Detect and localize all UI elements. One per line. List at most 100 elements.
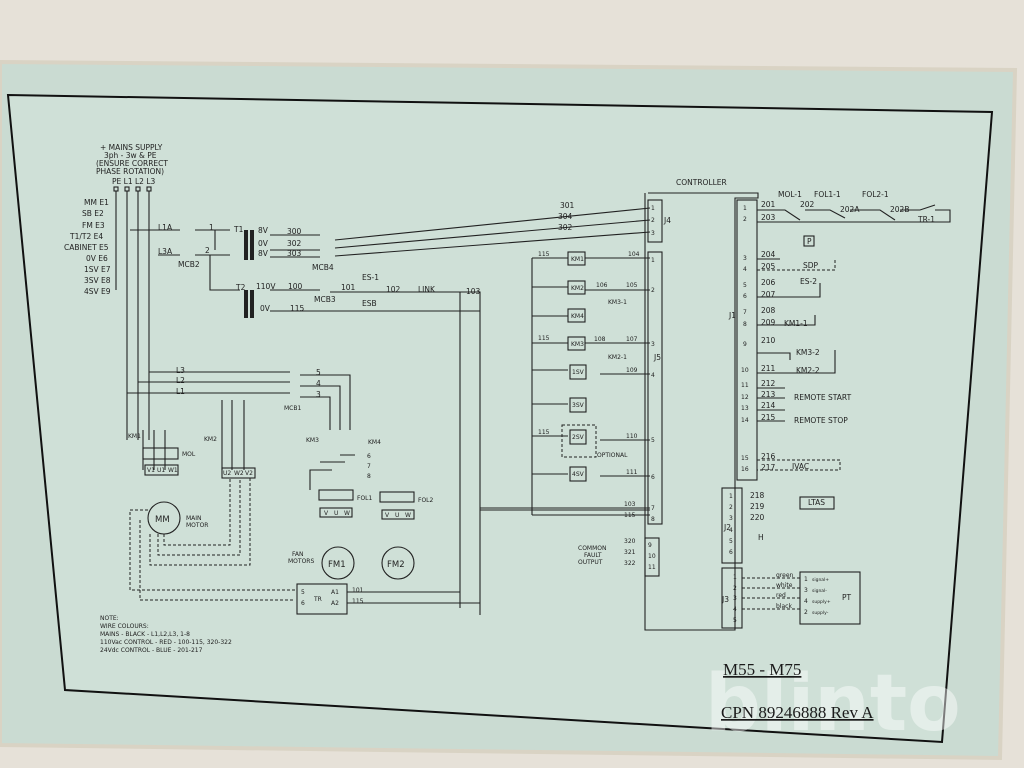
pin: 4 <box>729 527 733 534</box>
pin: 1 <box>651 205 655 212</box>
wire-label: 5 <box>316 368 321 377</box>
pin: 5 <box>733 617 737 624</box>
pin: 13 <box>741 405 749 412</box>
voltage-label: 0V <box>258 239 269 248</box>
wire-label: 214 <box>761 401 776 410</box>
motor-caption: MOTOR <box>186 522 208 529</box>
pin: 1 <box>804 576 808 583</box>
terminal: U <box>395 512 399 519</box>
wire-label: 111 <box>626 469 638 476</box>
pin: 4 <box>733 606 737 613</box>
wire-label: 101 <box>341 283 356 292</box>
wire-label: 109 <box>626 367 638 374</box>
wire-label: 301 <box>560 201 575 210</box>
wire-colour: black <box>776 603 792 610</box>
pin: 11 <box>741 382 749 389</box>
motor-label: MM <box>155 515 170 525</box>
wire-label: 2 <box>205 246 210 255</box>
contact-label: KM1-1 <box>784 319 808 328</box>
pt-pin-label: supply+ <box>812 599 831 605</box>
model-range: M55 - M75 <box>723 660 801 679</box>
terminal: 5 <box>301 589 305 596</box>
wire-label: 206 <box>761 278 776 287</box>
wire-label: 106 <box>596 282 608 289</box>
terminal: W <box>405 512 411 519</box>
wire-label: 217 <box>761 463 776 472</box>
terminal: W2 <box>234 470 244 477</box>
contact-label: KM2-2 <box>796 366 820 375</box>
motor-label: FM2 <box>387 560 405 570</box>
remote-start-label: REMOTE START <box>794 393 852 402</box>
wire-label: 208 <box>761 306 776 315</box>
pt-pin-label: signal+ <box>812 577 829 583</box>
pin: 2 <box>743 216 747 223</box>
part-number: CPN 89246888 Rev A <box>721 703 874 722</box>
contactor-label: KM1 <box>128 433 141 440</box>
terminal: V <box>324 510 329 517</box>
pin: 3 <box>651 341 655 348</box>
contact-label: TR-1 <box>917 215 935 224</box>
mains-heading: PHASE ROTATION) <box>96 167 164 176</box>
motor-caption: MAIN <box>186 515 202 522</box>
control-ladder: KM1 KM2 KM4 KM3 115 104 106 105 KM3-1 11… <box>480 251 650 567</box>
pin: 2 <box>651 217 655 224</box>
connector-label: J2 <box>723 523 731 532</box>
connector-label: J1 <box>728 311 736 320</box>
terminal: A1 <box>331 589 339 596</box>
sensor-label: H <box>758 533 764 542</box>
voltage-label: 110V <box>256 282 276 291</box>
earth-label: 0V E6 <box>86 254 108 263</box>
pin: 6 <box>743 293 747 300</box>
wire-label: 202B <box>890 205 909 214</box>
wire-label: 302 <box>558 223 573 232</box>
wire-label: 115 <box>538 429 550 436</box>
pt-label: PT <box>842 593 852 602</box>
wire-label: 210 <box>761 336 776 345</box>
valve-label: 2SV <box>572 434 585 441</box>
contact-label: KM3-1 <box>608 299 627 306</box>
valve-label: 1SV <box>572 369 585 376</box>
pin: 2 <box>651 287 655 294</box>
contact-label: FOL2-1 <box>862 190 889 199</box>
wire-label: 115 <box>538 251 550 258</box>
pin: 6 <box>651 474 655 481</box>
wire-colour: green <box>776 572 794 579</box>
motor-caption: MOTORS <box>288 558 314 565</box>
note-line: 110Vac CONTROL - RED - 100-115, 320-322 <box>100 639 232 646</box>
terminal: A2 <box>331 600 339 607</box>
switch-label: IVAC <box>792 462 809 471</box>
motor-label: FM1 <box>328 560 346 570</box>
wire-label: 213 <box>761 390 776 399</box>
breaker-label: MCB2 <box>178 260 200 269</box>
wire-label: 220 <box>750 513 765 522</box>
wire-colour: red <box>776 592 786 599</box>
wire-label: 103 <box>466 287 481 296</box>
wire-label: 215 <box>761 413 776 422</box>
note-line: WIRE COLOURS: <box>100 623 149 630</box>
coil-label: KM3 <box>571 341 584 348</box>
pin: 15 <box>741 455 749 462</box>
wire-label: 212 <box>761 379 776 388</box>
wire-label: 105 <box>626 282 638 289</box>
earth-label: FM E3 <box>82 221 105 230</box>
phase-label: L2 <box>176 376 185 385</box>
wire-label: 102 <box>386 285 401 294</box>
controller: CONTROLLER J4 J5 1 2 3 1 2 3 4 5 6 7 8 9… <box>644 178 759 631</box>
pin: 2 <box>729 504 733 511</box>
voltage-label: 0V <box>260 304 271 313</box>
wire-label: 6 <box>367 453 371 460</box>
pin: 16 <box>741 466 749 473</box>
phase-label: L3 <box>176 366 185 375</box>
pin: 5 <box>729 538 733 545</box>
wire-label: 3 <box>316 390 321 399</box>
mains-supply: + MAINS SUPPLY 3ph - 3w & PE (ENSURE COR… <box>64 143 168 440</box>
earth-label: CABINET E5 <box>64 243 109 252</box>
coil-label: KM1 <box>571 256 584 263</box>
relay-label: TR <box>313 596 322 603</box>
pin: 5 <box>651 437 655 444</box>
contactor-label: KM4 <box>368 439 381 446</box>
pin: 3 <box>651 230 655 237</box>
earth-label: 1SV E7 <box>84 265 111 274</box>
phase-label: L1 <box>176 387 185 396</box>
voltage-label: 8V <box>258 226 269 235</box>
